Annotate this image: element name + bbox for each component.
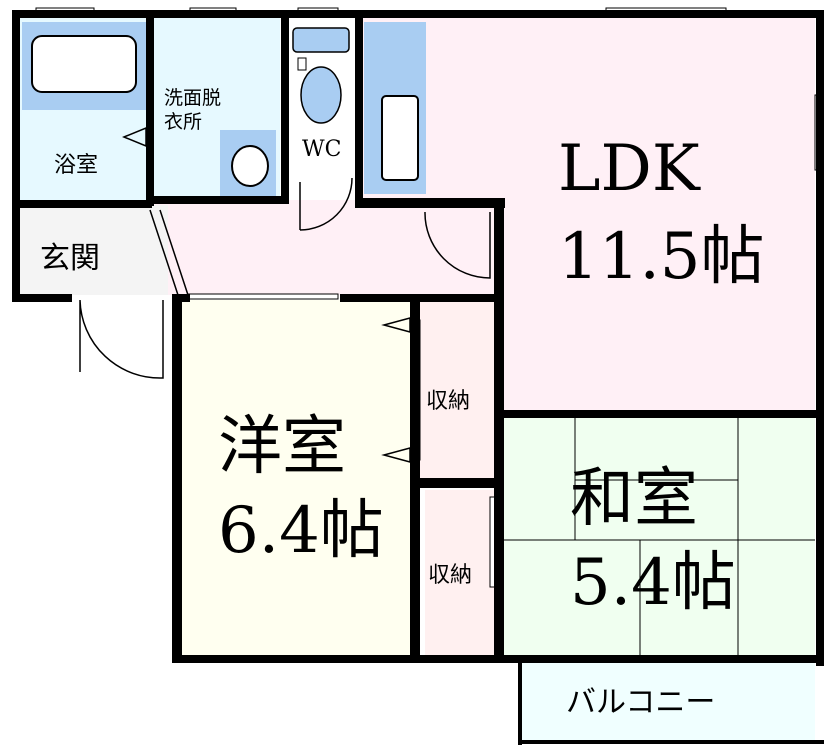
toilet-icon — [300, 66, 342, 124]
toilet-tank-icon — [292, 27, 350, 53]
walls — [12, 10, 824, 745]
japanese-room-floor — [500, 418, 815, 656]
wc-door-icon — [299, 177, 353, 231]
washroom-label-line2: 衣所 — [164, 111, 202, 133]
japanese-room-name: 和室 — [570, 462, 698, 536]
washroom-label-line1: 洗面脱 — [164, 87, 221, 109]
western-room-name: 洋室 — [218, 410, 346, 484]
wc-label: WC — [302, 137, 341, 162]
closet-lower-floor — [425, 490, 495, 655]
entrance-label: 玄関 — [40, 241, 100, 276]
entrance-floor — [18, 205, 168, 295]
bathtub-inner-icon — [31, 35, 137, 93]
tatami-lines — [500, 418, 815, 656]
entrance-step-line-2 — [159, 209, 189, 296]
western-room-size: 6.4帖 — [218, 494, 384, 568]
closet-upper-label: 収納 — [426, 389, 470, 414]
entrance-door-icon — [79, 299, 164, 379]
closet-lower-label: 収納 — [428, 563, 472, 588]
closet-upper-floor — [420, 300, 495, 480]
kitchen-sink-icon — [381, 95, 419, 181]
hall-floor — [150, 200, 495, 295]
ldk-name: LDK — [558, 132, 701, 206]
japanese-room-size: 5.4帖 — [570, 546, 736, 620]
western-room-floor — [180, 300, 415, 655]
balcony-floor — [522, 658, 815, 740]
bath-label: 浴室 — [54, 153, 98, 178]
washbasin-icon — [231, 145, 269, 187]
balcony-label: バルコニー — [566, 685, 715, 720]
entrance-step-line — [149, 209, 179, 296]
toilet-button-icon — [297, 57, 307, 71]
ldk-door-icon — [424, 211, 491, 279]
ldk-size: 11.5帖 — [558, 220, 765, 294]
